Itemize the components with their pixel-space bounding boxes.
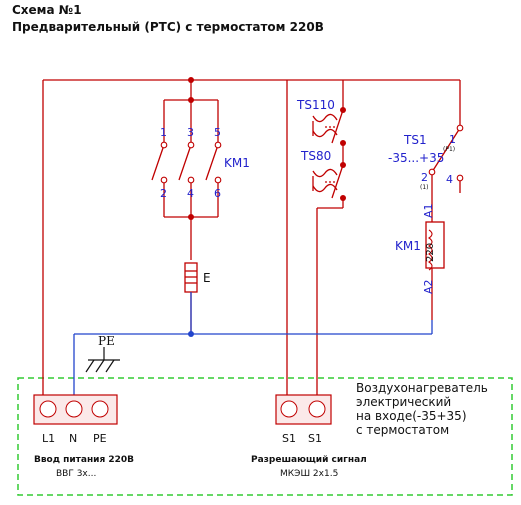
junction-dots: [188, 77, 346, 220]
ground-icon: [85, 347, 120, 373]
signal-terminal-cable: МКЭШ 2х1.5: [280, 469, 338, 479]
coil-a1: A1: [422, 203, 435, 218]
scheme-number: Схема №1: [12, 3, 82, 17]
enclosure-frame: [17, 377, 513, 496]
km1-pin-1: 1: [160, 126, 167, 139]
terminal-pin-s1-b: S1: [308, 432, 322, 445]
power-terminal-title: Ввод питания 220В: [34, 455, 134, 465]
terminal-pin-pe: PE: [93, 432, 107, 445]
ts1-name: TS1: [403, 133, 427, 147]
ts110-label: TS110: [296, 98, 335, 112]
ts1-pin2-sub: (1): [420, 184, 429, 191]
km1-pin-2: 2: [160, 187, 167, 200]
scheme-title: Предварительный (PTC) с термостатом 220В: [12, 20, 324, 34]
heater-label: E: [203, 271, 211, 285]
ts1-range: -35...+35: [388, 151, 444, 165]
coil-label: KM1: [395, 239, 421, 253]
ts1-pin2: 2: [421, 171, 428, 184]
ts1-pin1: 1: [449, 133, 456, 146]
coil-voltage: 220: [425, 243, 436, 262]
power-terminal-block: [33, 394, 118, 425]
description-line-4: с термостатом: [356, 423, 449, 437]
neutral-node: [188, 331, 194, 337]
ts80-label: TS80: [300, 149, 331, 163]
neutral-wires: [73, 292, 433, 400]
km1-pin-3: 3: [187, 126, 194, 139]
contact-terminals: [160, 124, 464, 184]
terminal-pin-l1: L1: [42, 432, 55, 445]
ts1-pin1-sub: (P1): [443, 146, 455, 153]
description-line-3: на входе(-35+35): [356, 409, 467, 423]
km1-contacts-label: KM1: [224, 156, 250, 170]
description-line-1: Воздухонагреватель: [356, 381, 488, 395]
signal-terminal-block: [275, 394, 332, 425]
km1-pin-6: 6: [214, 187, 221, 200]
km1-pin-5: 5: [214, 126, 221, 139]
description-line-2: электрический: [356, 395, 451, 409]
coil-a2: A2: [422, 279, 435, 294]
ts1-pin4: 4: [446, 173, 453, 186]
pe-label: PE: [98, 334, 115, 348]
terminal-pin-s1-a: S1: [282, 432, 296, 445]
power-terminal-cable: ВВГ 3х...: [56, 469, 96, 479]
signal-terminal-title: Разрешающий сигнал: [251, 455, 367, 465]
terminal-pin-n: N: [69, 432, 77, 445]
km1-pin-4: 4: [187, 187, 194, 200]
